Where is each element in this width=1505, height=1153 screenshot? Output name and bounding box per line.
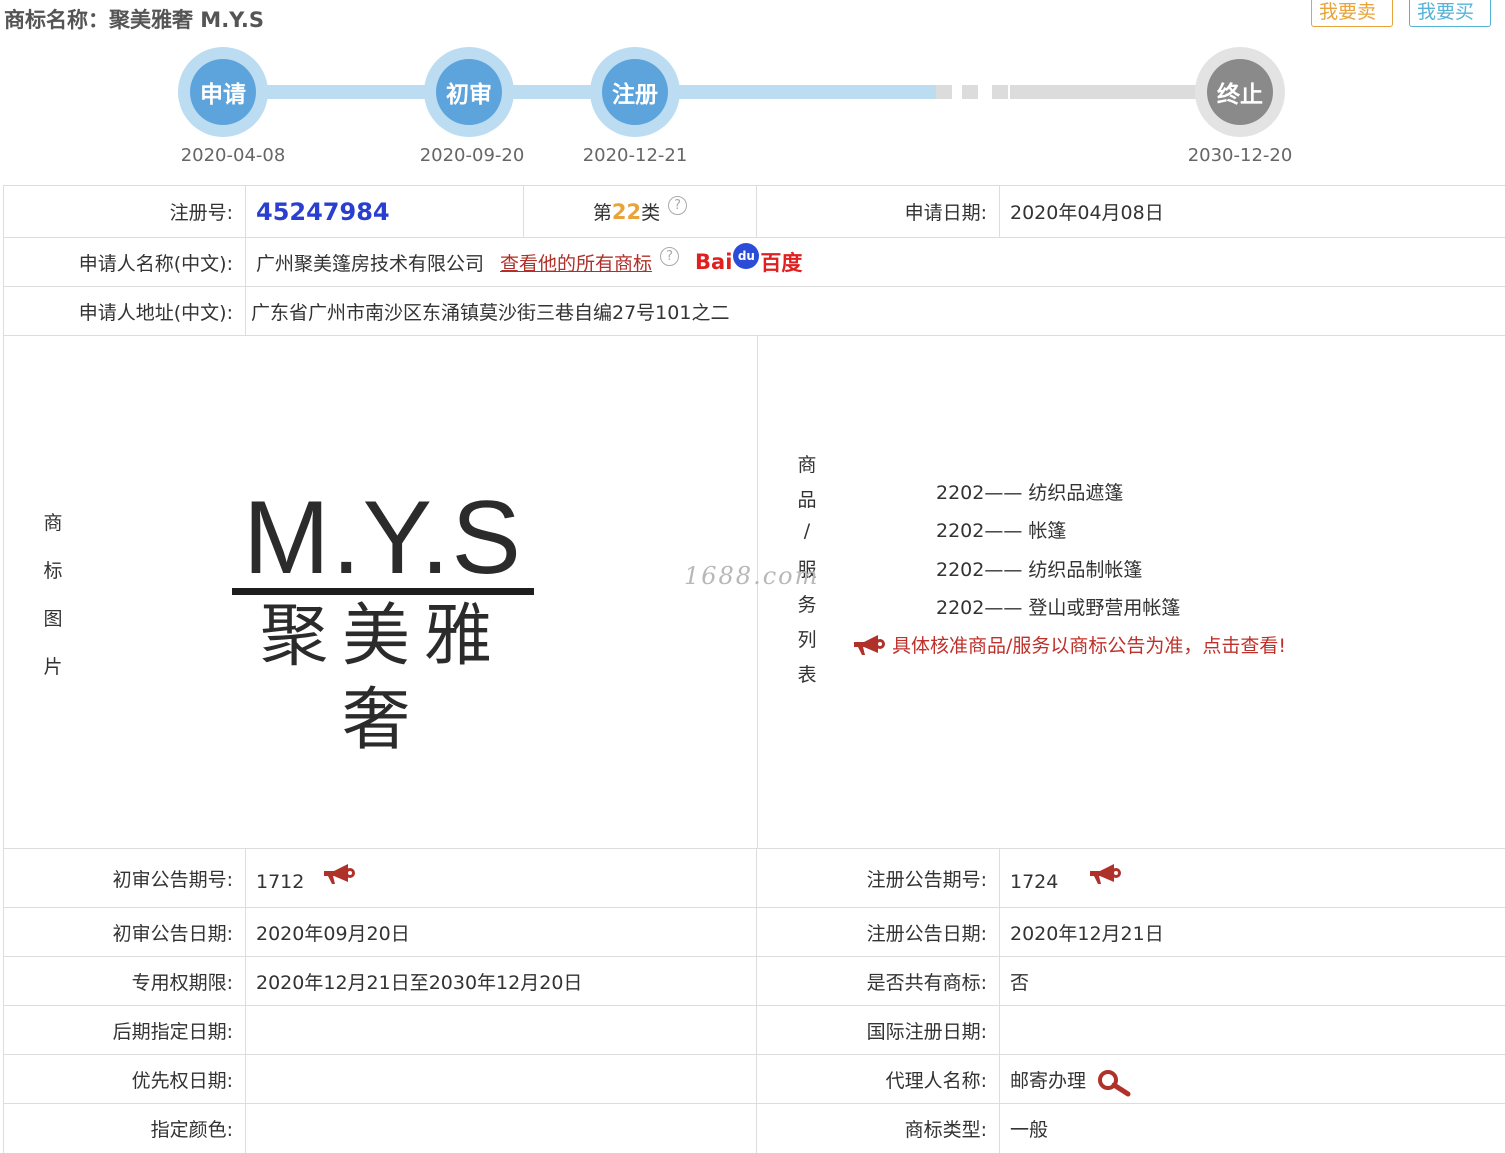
- shared-value: 否: [1010, 971, 1030, 994]
- trademark-image-label: 商 标 图 片: [43, 512, 63, 678]
- prelim-no-value: 1712: [256, 871, 305, 893]
- timeline-date: 2020-04-08: [180, 145, 286, 166]
- prelim-no-label: 初审公告期号:: [3, 849, 246, 907]
- timeline-remaining-line: [1010, 85, 1250, 99]
- logo-chinese-text: 聚美雅奢: [259, 597, 506, 760]
- timeline-date: 2030-12-20: [1187, 145, 1293, 166]
- megaphone-icon[interactable]: [322, 862, 356, 886]
- intl-date-label: 国际注册日期:: [757, 1006, 1000, 1054]
- logo-english-text: M.Y.S: [243, 480, 523, 596]
- reg-announce-no-value: 1724: [1010, 871, 1059, 893]
- goods-item: 2202—— 登山或野营用帐篷: [936, 597, 1181, 619]
- timeline-date: 2020-09-20: [419, 145, 525, 166]
- color-value: [246, 1104, 757, 1153]
- baidu-paw-icon: du: [733, 243, 760, 269]
- watermark: 1688.com: [684, 562, 820, 590]
- goods-notice-link[interactable]: 具体核准商品/服务以商标公告为准，点击查看!: [852, 631, 1286, 658]
- timeline-step-register: 注册: [590, 47, 680, 137]
- reg-no-label: 注册号:: [3, 186, 246, 237]
- reg-announce-no-label: 注册公告期号:: [757, 849, 1000, 907]
- table-row: 申请人地址(中文): 广东省广州市南沙区东涌镇莫沙街三巷自编27号101之二: [3, 287, 1505, 336]
- prelim-date-label: 初审公告日期:: [3, 908, 246, 956]
- applicant-name-value: 广州聚美篷房技术有限公司: [256, 252, 485, 275]
- megaphone-icon: [854, 634, 885, 655]
- logo-divider: [232, 588, 534, 595]
- apply-date-value: 2020年04月08日: [1010, 202, 1164, 224]
- trademark-logo-image: M.Y.S 聚美雅奢: [228, 480, 538, 763]
- timeline-step-apply: 申请: [178, 47, 268, 137]
- intl-date-value: [1000, 1006, 1505, 1054]
- agent-value: 邮寄办理: [1010, 1069, 1087, 1092]
- table-row: 后期指定日期: 国际注册日期:: [3, 1006, 1505, 1055]
- table-row: 专用权期限: 2020年12月21日至2030年12月20日 是否共有商标: 否: [3, 957, 1505, 1006]
- table-row: 指定颜色: 商标类型: 一般: [3, 1104, 1505, 1153]
- apply-date-label: 申请日期:: [757, 186, 1000, 237]
- help-icon[interactable]: ?: [660, 246, 680, 266]
- later-date-label: 后期指定日期:: [3, 1006, 246, 1054]
- later-date-value: [246, 1006, 757, 1054]
- timeline-step-prelim: 初审: [424, 47, 514, 137]
- timeline-dash: [992, 85, 1008, 99]
- timeline-dash: [962, 85, 978, 99]
- goods-item: 2202—— 纺织品遮篷: [936, 482, 1124, 504]
- image-goods-row: [3, 336, 1505, 849]
- buy-button[interactable]: 我要买: [1409, 0, 1491, 27]
- applicant-address-label: 申请人地址(中文):: [3, 287, 246, 335]
- goods-item: 2202—— 纺织品制帐篷: [936, 559, 1143, 581]
- search-icon[interactable]: [1096, 1069, 1136, 1097]
- goods-item: 2202—— 帐篷: [936, 520, 1067, 542]
- shared-label: 是否共有商标:: [757, 957, 1000, 1005]
- priority-date-value: [246, 1055, 757, 1103]
- page-title: 商标名称：聚美雅奢 M.Y.S: [4, 8, 265, 32]
- reg-date-label: 注册公告日期:: [757, 908, 1000, 956]
- timeline-progress-line: [220, 85, 936, 99]
- reg-no-value: 45247984: [256, 197, 390, 226]
- applicant-address-value: 广东省广州市南沙区东涌镇莫沙街三巷自编27号101之二: [251, 301, 730, 324]
- all-marks-link[interactable]: 查看他的所有商标: [500, 252, 653, 275]
- timeline-step-end: 终止: [1195, 47, 1285, 137]
- priority-date-label: 优先权日期:: [3, 1055, 246, 1103]
- timeline-dash: [936, 85, 952, 99]
- sell-button[interactable]: 我要卖: [1311, 0, 1393, 27]
- class-number: 22: [611, 199, 642, 224]
- exclusive-value: 2020年12月21日至2030年12月20日: [246, 957, 757, 1005]
- prelim-date-value: 2020年09月20日: [246, 908, 757, 956]
- megaphone-icon[interactable]: [1088, 862, 1122, 886]
- mark-type-label: 商标类型:: [757, 1104, 1000, 1153]
- table-row: 初审公告期号: 1712 注册公告期号: 1724: [3, 849, 1505, 908]
- agent-label: 代理人名称:: [757, 1055, 1000, 1103]
- table-row: 优先权日期: 代理人名称: 邮寄办理: [3, 1055, 1505, 1104]
- color-label: 指定颜色:: [3, 1104, 246, 1153]
- exclusive-label: 专用权期限:: [3, 957, 246, 1005]
- goods-list-label: 商 品 / 服 务 列 表: [797, 454, 817, 686]
- mark-type-value: 一般: [1010, 1119, 1049, 1141]
- help-icon[interactable]: ?: [668, 196, 688, 215]
- reg-date-value: 2020年12月21日: [1010, 922, 1164, 945]
- table-row: 初审公告日期: 2020年09月20日 注册公告日期: 2020年12月21日: [3, 908, 1505, 957]
- timeline-date: 2020-12-21: [582, 145, 688, 166]
- applicant-name-label: 申请人名称(中文):: [3, 238, 246, 286]
